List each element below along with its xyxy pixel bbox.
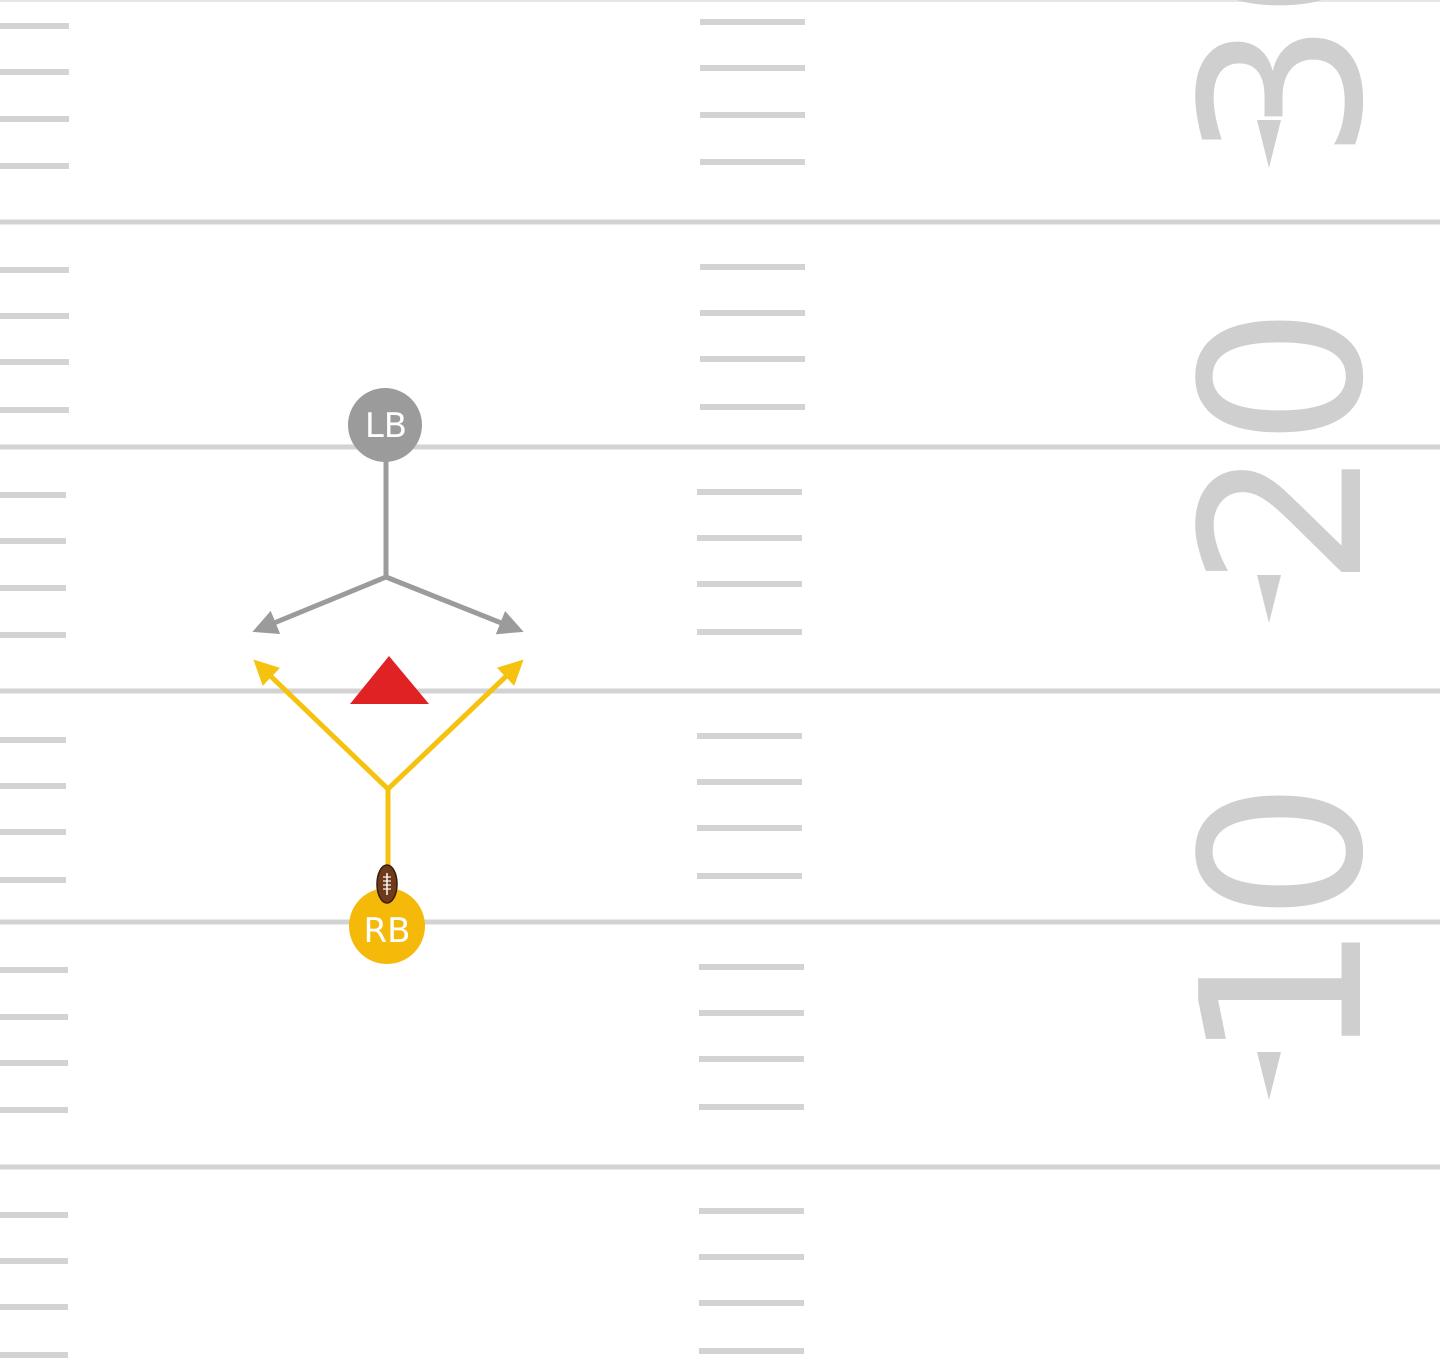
linebacker-route-right-arrow	[385, 574, 524, 635]
yard-lines	[0, 219, 1440, 1170]
direction-arrow-icon	[1257, 120, 1281, 168]
linebacker-player[interactable]: LB	[348, 388, 422, 462]
linebacker-circle	[348, 388, 422, 462]
linebacker-route-left-arrow	[252, 574, 387, 634]
linebacker-label: LB	[365, 406, 407, 446]
sideline-hash-marks	[0, 23, 69, 1358]
football-icon	[376, 864, 398, 904]
direction-arrow-icon	[1257, 575, 1281, 623]
middle-hash-marks	[697, 19, 805, 1354]
direction-arrows	[1257, 120, 1281, 1100]
running-back-player[interactable]: RB	[349, 888, 425, 964]
running-back-circle	[349, 888, 425, 964]
yard-number-10: 10	[1155, 781, 1413, 1064]
yard-number-20: 20	[1155, 306, 1413, 589]
running-back-route-right-arrow	[386, 659, 524, 791]
yard-number-30: 30	[1155, 0, 1413, 161]
cone-marker-icon	[350, 656, 429, 704]
direction-arrow-icon	[1257, 1052, 1281, 1100]
running-back-label: RB	[364, 911, 411, 951]
linebacker-route	[252, 455, 524, 635]
running-back-route-left-arrow	[253, 659, 390, 791]
